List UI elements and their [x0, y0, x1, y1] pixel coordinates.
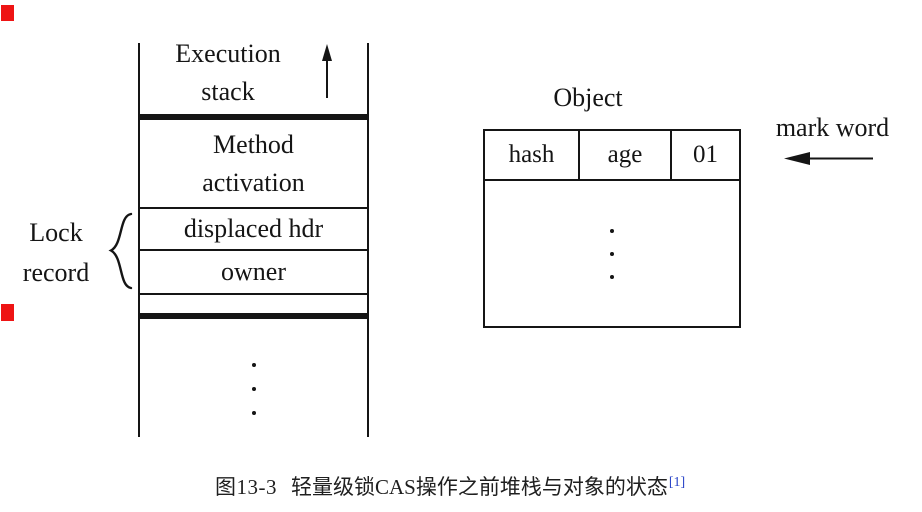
stack-row-method-activation: Method activation: [140, 120, 367, 209]
curly-brace-icon: [108, 212, 133, 290]
lock-record-label-line1: Lock: [29, 218, 83, 247]
figure-number: 图13-3: [215, 475, 277, 499]
object-body: [485, 181, 739, 324]
owner-label: owner: [221, 257, 286, 286]
vertical-ellipsis: [485, 229, 739, 279]
stack-divider-thick-bottom: [138, 313, 369, 319]
red-marker-middle-icon: [1, 304, 14, 321]
mark-word-label: mark word: [775, 113, 890, 142]
method-activation-line1: Method: [213, 129, 294, 159]
stack-continuation-area: [140, 319, 367, 437]
lock-record-label-line2: record: [22, 258, 90, 287]
stack-divider-thick-top: [138, 114, 369, 120]
figure-caption-text: 轻量级锁CAS操作之前堆栈与对象的状态: [291, 475, 668, 499]
execution-stack-label: Execution stack: [140, 35, 316, 111]
footnote-reference-link[interactable]: [1]: [668, 475, 686, 490]
figure-caption: 图13-3 轻量级锁CAS操作之前堆栈与对象的状态[1]: [215, 471, 685, 501]
execution-stack-diagram: Execution stack Method activation displa…: [138, 39, 369, 437]
red-marker-top-icon: [1, 5, 14, 21]
up-arrow-icon: [322, 44, 332, 98]
execution-stack-label-line2: stack: [201, 77, 255, 106]
lock-record-label: Lock record: [8, 213, 104, 293]
left-arrow-icon: [784, 152, 873, 165]
object-table: hash age 01: [483, 129, 741, 328]
stack-row-displaced-hdr: displaced hdr: [140, 209, 367, 251]
mark-word-header-row: hash age 01: [485, 131, 739, 181]
lock-flag-cell: 01: [693, 141, 718, 168]
displaced-hdr-label: displaced hdr: [183, 214, 324, 243]
object-title: Object: [553, 83, 623, 112]
vertical-ellipsis: [140, 363, 367, 415]
hash-cell: hash: [485, 131, 580, 179]
execution-stack-label-line1: Execution: [175, 39, 281, 68]
stack-row-owner: owner: [140, 251, 367, 295]
age-cell: age: [580, 131, 672, 179]
stack-top-section: Execution stack: [140, 39, 367, 114]
method-activation-line2: activation: [202, 167, 305, 197]
